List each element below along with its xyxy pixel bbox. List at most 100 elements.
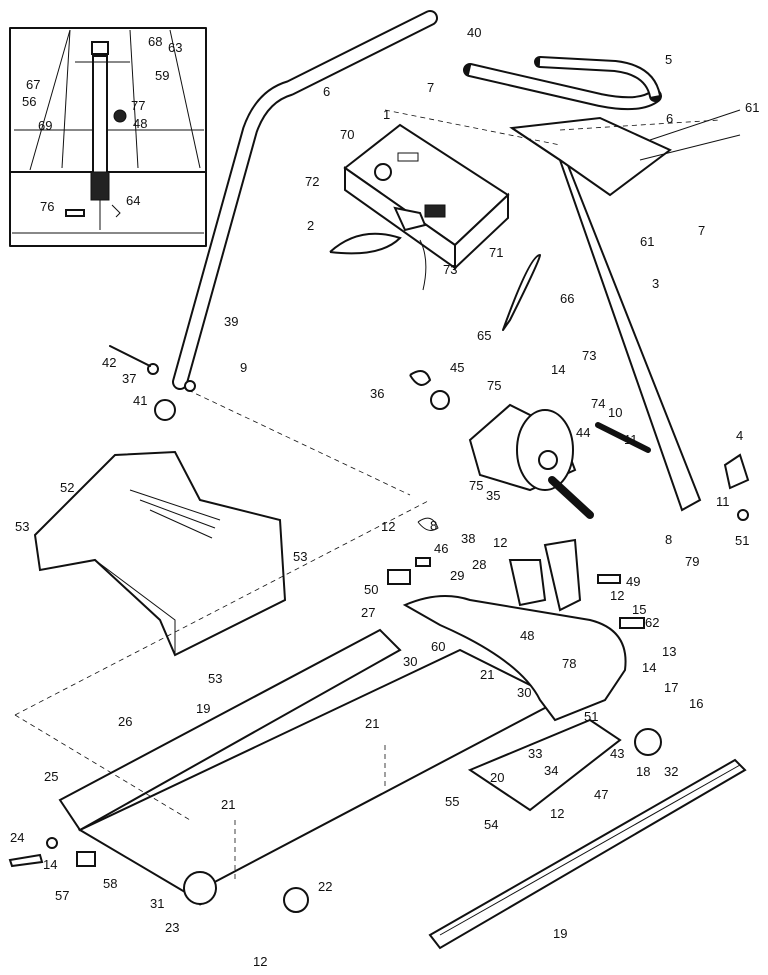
tread-base: [58, 538, 627, 913]
callout: 41: [133, 393, 147, 408]
upright-frame: [509, 109, 741, 512]
callout: 12: [550, 806, 564, 821]
callout: 19: [553, 926, 567, 941]
callout: 12: [610, 588, 624, 603]
callout: 53: [293, 549, 307, 564]
callout: 48: [133, 116, 147, 131]
callout: 61: [745, 100, 759, 115]
motor-hood: [33, 450, 287, 657]
callout: 56: [22, 94, 36, 109]
callout: 70: [340, 127, 354, 142]
callout: 21: [221, 797, 235, 812]
callout: 75: [469, 478, 483, 493]
roller-wheel: [634, 728, 662, 756]
callout: 18: [636, 764, 650, 779]
callout: 9: [240, 360, 247, 375]
callout: 7: [698, 223, 705, 238]
callout: 30: [517, 685, 531, 700]
callout: 46: [434, 541, 448, 556]
callout: 76: [40, 199, 54, 214]
callout: 32: [664, 764, 678, 779]
callout: 40: [467, 25, 481, 40]
callout: 35: [486, 488, 500, 503]
callout: 49: [626, 574, 640, 589]
callout: 47: [594, 787, 608, 802]
callout: 2: [307, 218, 314, 233]
inset-detail: [9, 27, 207, 247]
callout: 58: [103, 876, 117, 891]
callout: 16: [689, 696, 703, 711]
console: [329, 123, 510, 291]
callout: 15: [632, 602, 646, 617]
callout: 10: [608, 405, 622, 420]
callout: 68: [148, 34, 162, 49]
callout: 29: [450, 568, 464, 583]
callout: 79: [685, 554, 699, 569]
callout: 43: [610, 746, 624, 761]
motor: [430, 390, 651, 519]
callout: 30: [403, 654, 417, 669]
callout: 11: [716, 494, 730, 509]
guide-lines: [14, 109, 721, 880]
callout: 52: [60, 480, 74, 495]
callout: 11: [624, 432, 638, 447]
callout: 8: [665, 532, 672, 547]
callout: 33: [528, 746, 542, 761]
callout: 45: [450, 360, 464, 375]
callout: 71: [489, 245, 503, 260]
callout: 1: [383, 107, 390, 122]
callout: 24: [10, 830, 24, 845]
callout: 54: [484, 817, 498, 832]
callout: 7: [427, 80, 434, 95]
callout: 23: [165, 920, 179, 935]
callout: 4: [736, 428, 743, 443]
callout: 73: [443, 262, 457, 277]
callout: 66: [560, 291, 574, 306]
callout: 21: [480, 667, 494, 682]
callout: 20: [490, 770, 504, 785]
callout: 57: [55, 888, 69, 903]
callout: 61: [640, 234, 654, 249]
callout: 17: [664, 680, 678, 695]
callout: 53: [208, 671, 222, 686]
callout: 36: [370, 386, 384, 401]
hardware: [8, 370, 750, 868]
callout: 44: [576, 425, 590, 440]
callout: 3: [652, 276, 659, 291]
callout: 13: [662, 644, 676, 659]
callout: 21: [365, 716, 379, 731]
callout: 72: [305, 174, 319, 189]
callout: 25: [44, 769, 58, 784]
callout: 67: [26, 77, 40, 92]
callout: 78: [562, 656, 576, 671]
callout: 12: [381, 519, 395, 534]
callout-labels: 68 63 67 59 56 77 69 48 76 64 40 6 7 5 6…: [10, 25, 759, 969]
callout: 6: [666, 111, 673, 126]
side-rail: [428, 758, 747, 950]
callout: 59: [155, 68, 169, 83]
callout: 14: [551, 362, 565, 377]
callout: 42: [102, 355, 116, 370]
callout: 74: [591, 396, 605, 411]
callout: 5: [665, 52, 672, 67]
callout: 37: [122, 371, 136, 386]
callout: 6: [323, 84, 330, 99]
callout: 51: [584, 709, 598, 724]
safety-cord: [502, 254, 541, 331]
callout: 19: [196, 701, 210, 716]
callout: 38: [461, 531, 475, 546]
callout: 22: [318, 879, 332, 894]
callout: 28: [472, 557, 486, 572]
callout: 60: [431, 639, 445, 654]
callout: 77: [131, 98, 145, 113]
callout: 55: [445, 794, 459, 809]
callout: 26: [118, 714, 132, 729]
callout: 75: [487, 378, 501, 393]
callout: 65: [477, 328, 491, 343]
callout: 39: [224, 314, 238, 329]
callout: 12: [253, 954, 267, 969]
callout: 12: [493, 535, 507, 550]
bracket-plate: [467, 718, 622, 812]
callout: 62: [645, 615, 659, 630]
